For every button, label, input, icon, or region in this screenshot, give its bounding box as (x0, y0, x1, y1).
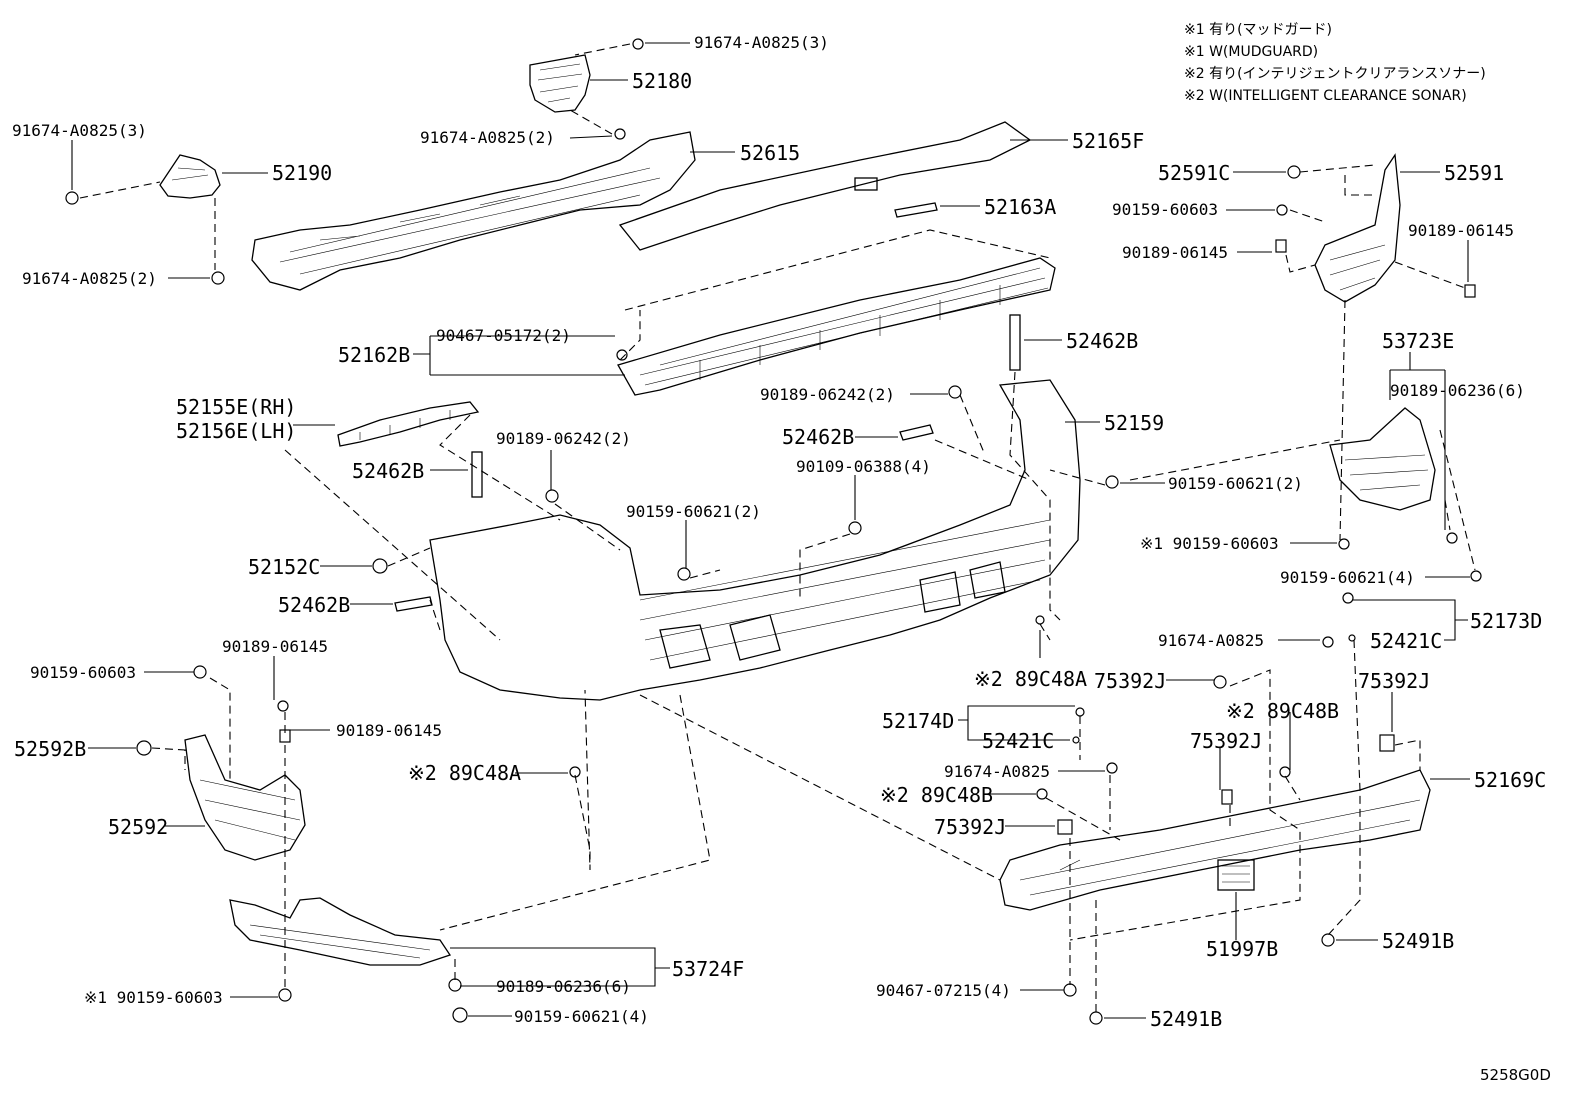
label-52592B: 52592B (14, 737, 86, 761)
label-90189-06236-left: 90189-06236(6) (496, 977, 631, 996)
label-90109-06388: 90109-06388(4) (796, 457, 931, 476)
label-90159-60621-2-right: 90159-60621(2) (1168, 474, 1303, 493)
label-90159-60621-2-mid: 90159-60621(2) (626, 502, 761, 521)
label-note2-89C48A-left: ※2 89C48A (408, 761, 521, 785)
part-52165F-cover (618, 121, 1032, 251)
part-52159-bumper-cover (429, 379, 1081, 701)
note-1-jp: ※1 有り(マッドガード) (1184, 22, 1332, 38)
leader-lines (71, 42, 1470, 1019)
part-52169C-lower-bumper (999, 769, 1431, 911)
label-52163A: 52163A (984, 195, 1056, 219)
label-53723E: 53723E (1382, 329, 1454, 353)
label-52462B-top: 52462B (1066, 329, 1138, 353)
label-90189-06242-top: 90189-06242(2) (760, 385, 895, 404)
label-75392J-mid: 75392J (1190, 729, 1262, 753)
label-90189-06145-right: 90189-06145 (1408, 221, 1514, 240)
label-91674-A0825-2-top: 91674-A0825(2) (420, 128, 555, 147)
part-53723E-panel (1329, 407, 1436, 511)
part-52592-mudguard (184, 734, 306, 861)
label-90159-60621-4-left: 90159-60621(4) (514, 1007, 649, 1026)
label-91674-A0825-3-left: 91674-A0825(3) (12, 121, 147, 140)
label-90189-06242-left: 90189-06242(2) (496, 429, 631, 448)
label-52592: 52592 (108, 815, 168, 839)
part-52462B-pad-4 (394, 596, 433, 612)
part-53724F-panel (229, 897, 452, 966)
label-90467-07215: 90467-07215(4) (876, 981, 1011, 1000)
label-90467-05172: 90467-05172(2) (436, 326, 571, 345)
label-75392J-top: 75392J (1094, 669, 1166, 693)
label-52190: 52190 (272, 161, 332, 185)
label-52462B-mid: 52462B (782, 425, 854, 449)
label-52165F: 52165F (1072, 129, 1144, 153)
part-52163A-strip (894, 202, 938, 218)
part-52190-bracket (159, 154, 221, 199)
footnotes: ※1 有り(マッドガード) ※1 W(MUDGUARD) ※2 有り(インテリジ… (1184, 22, 1486, 104)
assembly-dashed-lines (79, 43, 1476, 1012)
label-52491B-right: 52491B (1382, 929, 1454, 953)
label-52180: 52180 (632, 69, 692, 93)
label-52152C: 52152C (248, 555, 320, 579)
label-90159-60603-right: 90159-60603 (1112, 200, 1218, 219)
part-52155E-bracket (337, 401, 480, 447)
label-90189-06145-mid: 90189-06145 (1122, 243, 1228, 262)
part-52162B-step-pad (617, 257, 1056, 396)
label-note2-89C48B-right: ※2 89C48B (1226, 699, 1339, 723)
part-52180-bracket (529, 54, 591, 113)
label-90159-60603-left: 90159-60603 (30, 663, 136, 682)
label-note1-90159-60603-left: ※1 90159-60603 (84, 988, 223, 1007)
label-75392J-lower: 75392J (934, 815, 1006, 839)
label-52591: 52591 (1444, 161, 1504, 185)
label-91674-A0825-2-left: 91674-A0825(2) (22, 269, 157, 288)
label-52462B-left: 52462B (352, 459, 424, 483)
diagram-code: 5258G0D (1480, 1066, 1551, 1084)
label-91674-A0825-lower: 91674-A0825 (944, 762, 1050, 781)
label-52174D: 52174D (882, 709, 954, 733)
label-90189-06236-right: 90189-06236(6) (1390, 381, 1525, 400)
label-note2-89C48B-left: ※2 89C48B (880, 783, 993, 807)
label-53724F: 53724F (672, 957, 744, 981)
label-75392J-right: 75392J (1358, 669, 1430, 693)
label-52591C: 52591C (1158, 161, 1230, 185)
part-labels: 91674-A0825(3) 52180 91674-A0825(3) 5219… (12, 33, 1546, 1031)
part-52462B-pad-2 (471, 451, 483, 498)
part-52462B-pad-1 (1009, 314, 1021, 371)
label-52156E: 52156E(LH) (176, 419, 296, 443)
label-52421C-right: 52421C (1370, 629, 1442, 653)
note-2-jp: ※2 有り(インテリジェントクリアランスソナー) (1184, 66, 1486, 82)
note-2-en: ※2 W(INTELLIGENT CLEARANCE SONAR) (1184, 88, 1467, 104)
label-note2-89C48A-mid: ※2 89C48A (974, 667, 1087, 691)
fastener-markers (65, 38, 1482, 1025)
label-52155E: 52155E(RH) (176, 395, 296, 419)
label-52421C-left: 52421C (982, 729, 1054, 753)
label-52159: 52159 (1104, 411, 1164, 435)
label-90159-60621-4-right: 90159-60621(4) (1280, 568, 1415, 587)
label-note1-90159-60603-right: ※1 90159-60603 (1140, 534, 1279, 553)
label-51997B: 51997B (1206, 937, 1278, 961)
part-51997B-plate (1217, 859, 1255, 891)
label-52173D: 52173D (1470, 609, 1542, 633)
label-91674-A0825-3-top: 91674-A0825(3) (694, 33, 829, 52)
label-90189-06145-left-top: 90189-06145 (222, 637, 328, 656)
label-52169C: 52169C (1474, 768, 1546, 792)
label-52491B-bottom: 52491B (1150, 1007, 1222, 1031)
label-52615: 52615 (740, 141, 800, 165)
label-52162B: 52162B (338, 343, 410, 367)
label-90189-06145-left-bottom: 90189-06145 (336, 721, 442, 740)
label-91674-A0825-right: 91674-A0825 (1158, 631, 1264, 650)
part-52591-mudguard (1314, 153, 1401, 303)
note-1-en: ※1 W(MUDGUARD) (1184, 44, 1318, 60)
part-52615-reinforcement (251, 131, 696, 291)
label-52462B-lower: 52462B (278, 593, 350, 617)
part-52462B-pad-3 (899, 424, 934, 441)
